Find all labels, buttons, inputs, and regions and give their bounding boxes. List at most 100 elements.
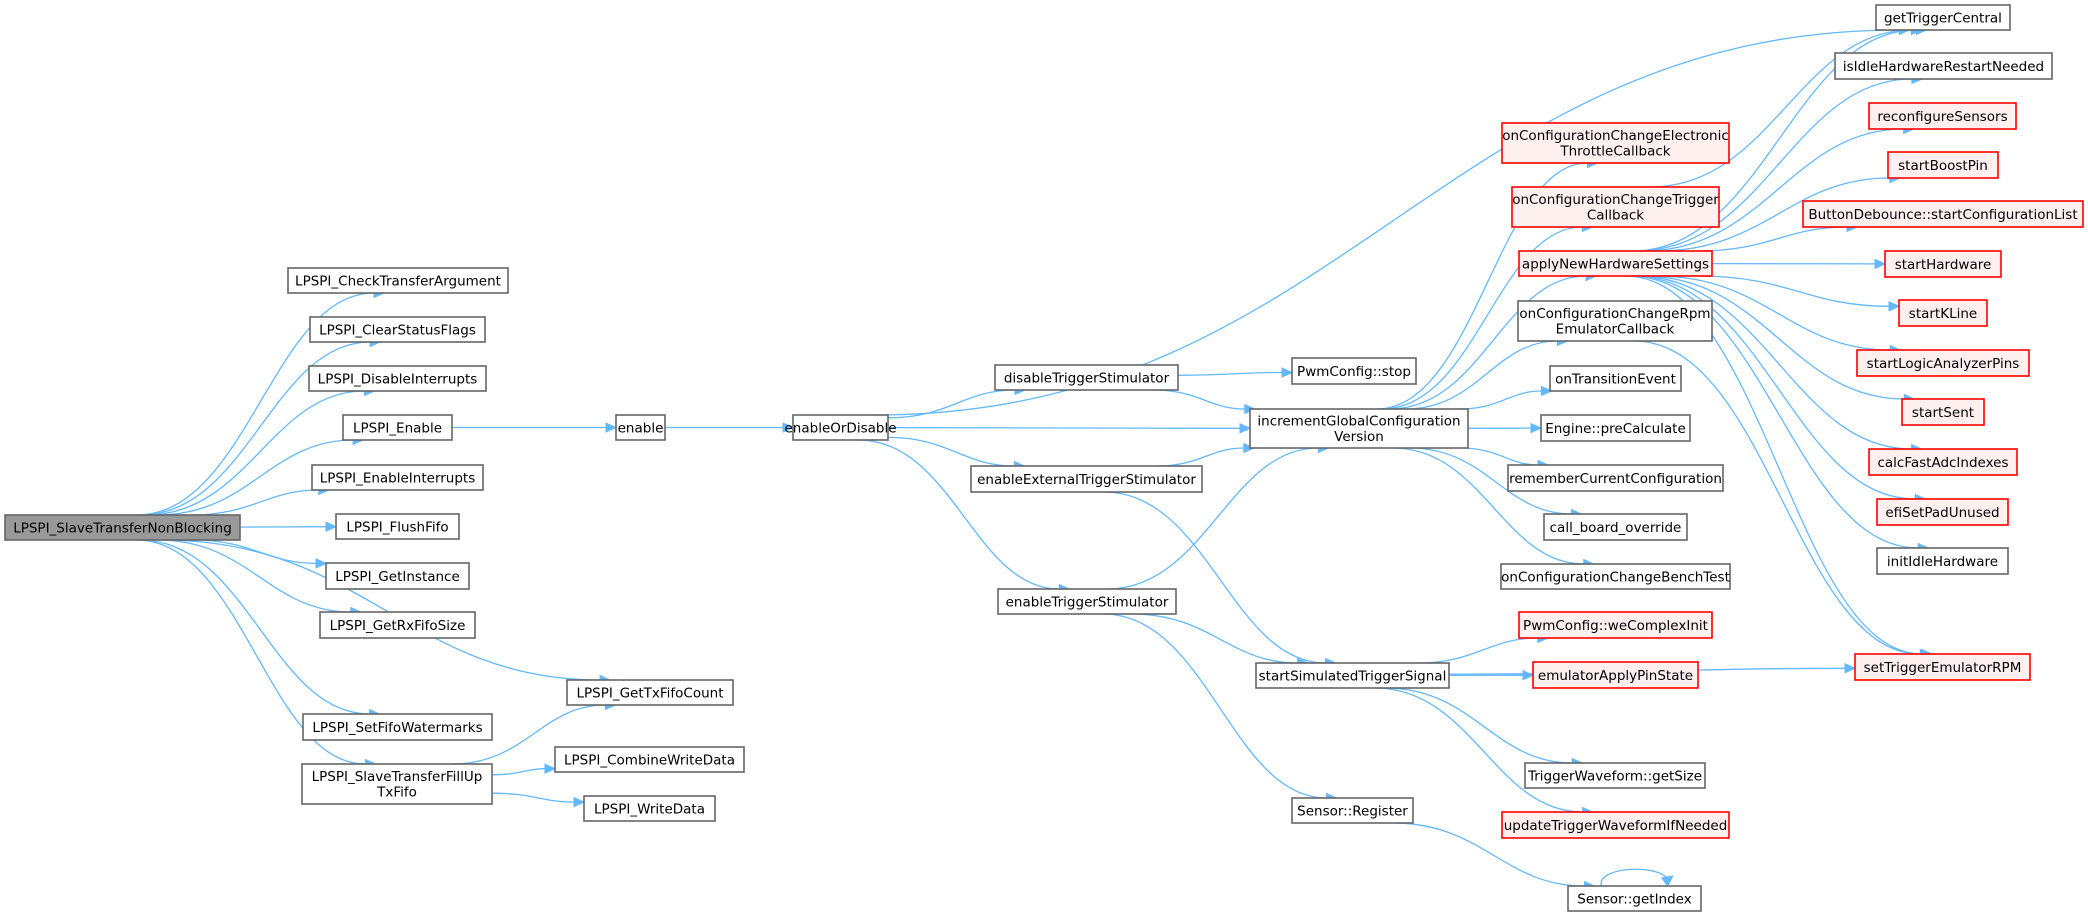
edge-start-sim-to-get-size: [1385, 687, 1584, 769]
edge-apply-hw-to-start-hw: [1711, 258, 1887, 270]
node-trigger-waveform-get-size[interactable]: TriggerWaveform::getSize: [1524, 762, 1706, 789]
node-start-hardware[interactable]: startHardware: [1884, 250, 2002, 278]
node-lpspi-slave-transfer-non-blocking[interactable]: LPSPI_SlaveTransferNonBlocking: [4, 514, 241, 541]
node-enable[interactable]: enable: [615, 414, 666, 441]
node-start-sent[interactable]: startSent: [1901, 398, 1985, 426]
node-disable-trigger-stimulator[interactable]: disableTriggerStimulator: [994, 364, 1179, 391]
edge-fill-up-to-combine-write: [491, 763, 557, 776]
node-label: LPSPI_SlaveTransferFillUp: [312, 769, 483, 785]
node-engine-pre-calculate[interactable]: Engine::preCalculate: [1540, 414, 1691, 442]
node-box: [301, 763, 493, 805]
edge-enable-to-enable-or-disable: [665, 422, 795, 433]
node-box: [1898, 299, 1988, 327]
node-pwm-config-we-complex-init[interactable]: PwmConfig::weComplexInit: [1518, 611, 1713, 639]
node-label: efiSetPadUnused: [1885, 505, 1999, 521]
node-label: onTransitionEvent: [1555, 371, 1676, 387]
node-label: reconfigureSensors: [1877, 109, 2007, 125]
node-start-boost-pin[interactable]: startBoostPin: [1887, 151, 1999, 179]
node-get-trigger-central[interactable]: getTriggerCentral: [1875, 4, 2011, 31]
node-lpspi-enable-interrupts[interactable]: LPSPI_EnableInterrupts: [311, 464, 484, 491]
node-emulator-apply-pin-state[interactable]: emulatorApplyPinState: [1532, 661, 1699, 689]
node-on-transition-event[interactable]: onTransitionEvent: [1549, 365, 1682, 392]
node-label: disableTriggerStimulator: [1004, 370, 1170, 386]
node-box: [1875, 4, 2011, 31]
node-set-trigger-emulator-rpm[interactable]: setTriggerEmulatorRPM: [1854, 653, 2031, 681]
arrowhead: [1888, 301, 1901, 312]
node-lpspi-write-data[interactable]: LPSPI_WriteData: [583, 795, 716, 822]
node-on-configuration-change-bench-test[interactable]: onConfigurationChangeBenchTest: [1500, 563, 1731, 590]
arrowhead: [325, 521, 338, 532]
node-lpspi-enable[interactable]: LPSPI_Enable: [342, 414, 453, 441]
node-lpspi-get-tx-fifo-count[interactable]: LPSPI_GetTxFifoCount: [566, 679, 734, 706]
node-reconfigure-sensors[interactable]: reconfigureSensors: [1868, 102, 2017, 130]
node-label: ThrottleCallback: [1559, 144, 1670, 160]
node-label: Version: [1334, 429, 1384, 445]
node-box: [994, 364, 1179, 391]
node-label: LPSPI_ClearStatusFlags: [319, 322, 476, 338]
node-call-board-override[interactable]: call_board_override: [1543, 513, 1688, 541]
node-update-trigger-waveform-if-needed[interactable]: updateTriggerWaveformIfNeeded: [1501, 811, 1730, 839]
node-start-kline[interactable]: startKLine: [1898, 299, 1988, 327]
node-label: TriggerWaveform::getSize: [1527, 768, 1702, 784]
edge-inc-global-to-on-rpm: [1405, 335, 1569, 410]
node-lpspi-disable-interrupts[interactable]: LPSPI_DisableInterrupts: [308, 365, 487, 392]
node-start-logic-analyzer-pins[interactable]: startLogicAnalyzerPins: [1856, 349, 2030, 377]
node-label: TxFifo: [376, 785, 417, 801]
edge-disable-trig-to-pwm-stop: [1177, 367, 1294, 378]
node-remember-current-configuration[interactable]: rememberCurrentConfiguration: [1507, 464, 1724, 492]
nodes-layer: LPSPI_SlaveTransferNonBlocking LPSPI_Chec…: [4, 4, 2084, 912]
node-label: Callback: [1587, 208, 1644, 224]
node-lpspi-clear-status-flags[interactable]: LPSPI_ClearStatusFlags: [309, 316, 486, 343]
node-enable-or-disable[interactable]: enableOrDisable: [784, 414, 897, 441]
node-box: [583, 795, 716, 822]
node-lpspi-check-transfer-argument[interactable]: LPSPI_CheckTransferArgument: [287, 267, 509, 294]
node-efi-set-pad-unused[interactable]: efiSetPadUnused: [1876, 498, 2009, 526]
node-label: startHardware: [1895, 257, 1992, 273]
node-label: startLogicAnalyzerPins: [1867, 356, 2020, 372]
node-button-debounce-start-configuration-list[interactable]: ButtonDebounce::startConfigurationList: [1802, 200, 2084, 228]
node-box: [1517, 300, 1713, 342]
arrowhead: [605, 422, 618, 433]
node-start-simulated-trigger-signal[interactable]: startSimulatedTriggerSignal: [1255, 662, 1450, 689]
node-label: Sensor::getIndex: [1577, 891, 1691, 907]
node-lpspi-flush-fifo[interactable]: LPSPI_FlushFifo: [335, 513, 460, 540]
node-lpspi-set-fifo-watermarks[interactable]: LPSPI_SetFifoWatermarks: [302, 713, 493, 741]
edge-root-to-enable-int: [191, 484, 331, 516]
edge-enable-trig-to-start-sim: [1131, 613, 1309, 669]
node-pwm-config-stop[interactable]: PwmConfig::stop: [1291, 357, 1417, 385]
node-init-idle-hardware[interactable]: initIdleHardware: [1876, 547, 2009, 575]
node-lpspi-combine-write-data[interactable]: LPSPI_CombineWriteData: [554, 746, 745, 773]
arrowhead: [1239, 423, 1252, 434]
node-box: [1567, 885, 1702, 912]
node-box: [1291, 797, 1414, 824]
node-label: setTriggerEmulatorRPM: [1864, 660, 2022, 676]
node-box: [566, 679, 734, 706]
node-enable-trigger-stimulator[interactable]: enableTriggerStimulator: [997, 588, 1177, 615]
node-sensor-get-index[interactable]: Sensor::getIndex: [1567, 885, 1702, 912]
node-box: [997, 588, 1177, 615]
edge-root-to-disable-int: [145, 385, 376, 516]
node-label: rememberCurrentConfiguration: [1509, 471, 1722, 487]
node-lpspi-get-rx-fifo-size[interactable]: LPSPI_GetRxFifoSize: [319, 611, 476, 639]
node-sensor-register[interactable]: Sensor::Register: [1291, 797, 1414, 824]
node-box: [1868, 102, 2017, 130]
node-is-idle-hardware-restart-needed[interactable]: isIdleHardwareRestartNeeded: [1834, 52, 2053, 80]
node-on-configuration-change-electronic-throttle-callback[interactable]: onConfigurationChangeElectronicThrottleC…: [1501, 122, 1730, 164]
edge-disable-trig-to-inc-global: [1153, 389, 1257, 415]
node-apply-new-hardware-settings[interactable]: applyNewHardwareSettings: [1518, 250, 1713, 277]
node-calc-fast-adc-indexes[interactable]: calcFastAdcIndexes: [1868, 448, 2018, 476]
node-lpspi-get-instance[interactable]: LPSPI_GetInstance: [325, 562, 470, 590]
node-label: LPSPI_WriteData: [594, 801, 705, 817]
node-label: LPSPI_DisableInterrupts: [318, 371, 478, 387]
edge-enable-or-disable-to-get-trig-central: [874, 24, 1911, 416]
node-box: [1500, 563, 1731, 590]
node-label: LPSPI_Enable: [353, 420, 442, 436]
node-box: [792, 414, 889, 441]
node-enable-external-trigger-stimulator[interactable]: enableExternalTriggerStimulator: [970, 465, 1203, 493]
node-box: [1802, 200, 2084, 228]
node-label: LPSPI_SetFifoWatermarks: [312, 720, 482, 736]
